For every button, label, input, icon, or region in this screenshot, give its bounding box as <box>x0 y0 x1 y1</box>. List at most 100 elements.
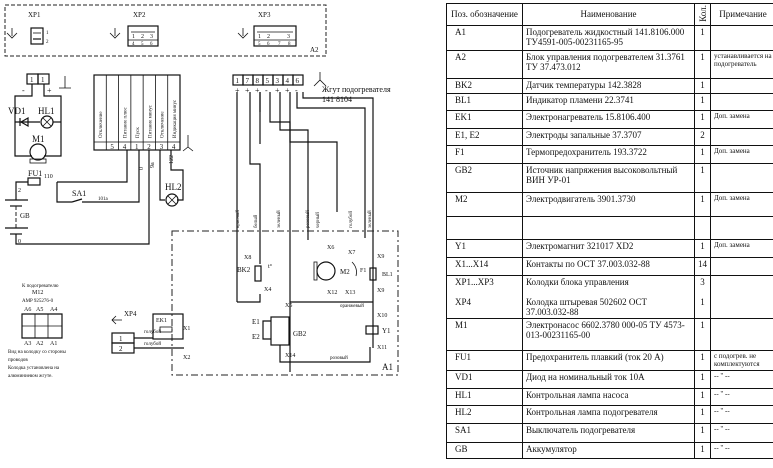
qty-text: 14 <box>698 258 707 269</box>
name-text: Электромагнит 321017 XD2 <box>526 240 634 251</box>
ground-icon <box>6 28 18 39</box>
note-text: К подогревателю <box>22 284 59 289</box>
xp3-pin: 2 <box>267 34 270 40</box>
polarity-sign: + <box>285 86 290 95</box>
x5-label: X5 <box>285 303 292 309</box>
cell-name: Электронагреватель 15.8106.400 <box>522 109 695 129</box>
position-text: EK1 <box>455 111 472 122</box>
harness-pin-cell <box>292 74 304 86</box>
wire-label: 2 <box>18 188 21 194</box>
note-text: с подогрев. не комплектуются <box>714 351 760 368</box>
cell-note: Доп. замена <box>710 191 773 217</box>
xp2-pin: 4 <box>132 42 135 47</box>
cell-position: EK1 <box>446 109 523 129</box>
harness-pin-number: 1 <box>236 77 240 85</box>
cell-name: Диод на номинальный ток 10А <box>522 369 695 389</box>
note-text: Доп. замена <box>714 111 750 120</box>
xp3-label: XP3 <box>258 11 271 19</box>
qty-text: 1 <box>700 406 705 417</box>
note-text: -- " -- <box>714 371 730 380</box>
qty-text: 1 <box>700 371 705 382</box>
name-text: Электроды запальные 37.3707 <box>526 129 642 140</box>
name-text: Источник напряжения высоковольтный ВИН У… <box>526 164 678 185</box>
header-note: Примечание <box>710 3 773 26</box>
connector-pin-number: 5 <box>110 143 114 151</box>
cell-qty: 1 <box>694 422 711 443</box>
amp-connector-icon <box>21 313 63 339</box>
harness-pin-number: 7 <box>246 77 250 85</box>
wire-label: 122 <box>169 155 175 164</box>
header-qty: Кол. <box>694 3 711 26</box>
cell-name: Контрольная лампа подогревателя <box>522 404 695 424</box>
xp2-connector: 1 2 3 4 5 6 <box>127 25 159 47</box>
wire-label: розовый <box>330 356 348 361</box>
name-text: Датчик температуры 142.3828 <box>526 79 642 90</box>
cell-position: SA1 <box>446 422 523 443</box>
qty-text: 1 <box>700 79 705 90</box>
a2-boundary <box>4 4 327 57</box>
pin-label: A1 <box>50 341 57 347</box>
connector-function-label: Питание плюс <box>124 107 129 138</box>
name-text: Термопредохранитель 193.3722 <box>526 146 647 157</box>
position-text: BL1 <box>455 94 472 105</box>
cell-note: -- " -- <box>710 441 773 459</box>
cell-name: Аккумулятор <box>522 441 695 459</box>
connector-pin-number: 4 <box>172 143 176 151</box>
xp2-pin: 5 <box>141 42 144 47</box>
cell-note <box>710 24 773 51</box>
cell-qty: 1 <box>694 238 711 258</box>
position-text: HL2 <box>455 406 472 417</box>
name-text: Аккумулятор <box>526 443 577 454</box>
harness-connector: 1+7+8+5-3+4+6- Жгут подогревателя 141 81… <box>232 72 391 372</box>
qty-text: 1 <box>700 146 705 157</box>
cell-note <box>710 317 773 351</box>
x12-label: X12 <box>327 290 337 296</box>
x11-label: X11 <box>377 345 387 351</box>
wire-color-label: розовый <box>306 210 311 228</box>
polarity-sign: + <box>275 86 280 95</box>
cell-qty: 14 <box>694 256 711 276</box>
cell-position <box>446 215 523 240</box>
note-text: Доп. замена <box>714 240 750 249</box>
harness-pin-number: 8 <box>256 77 260 85</box>
cell-position: Y1 <box>446 238 523 258</box>
wire-label: голубой <box>144 342 161 347</box>
ground-icon <box>59 76 71 89</box>
note-text: устанавливается на подогреватель <box>714 51 772 68</box>
xp2-pin: 1 <box>132 34 135 40</box>
pin-label: A5 <box>36 307 43 313</box>
cell-position: FU1 <box>446 349 523 371</box>
cell-note: с подогрев. не комплектуются <box>710 349 773 371</box>
cell-qty: 1 <box>694 77 711 94</box>
polarity-sign: + <box>245 86 250 95</box>
position-text: Y1 <box>455 240 466 251</box>
table-row: HL2 Контрольная лампа подогревателя 1 -- " … <box>446 404 773 424</box>
wire-label: 110 <box>44 174 53 180</box>
x2-label: X2 <box>183 355 190 361</box>
header-qty-text: Кол. <box>698 5 708 22</box>
cell-name: Электродвигатель 3901.3730 <box>522 191 695 217</box>
cell-qty: 1 <box>694 441 711 459</box>
cell-name: Индикатор пламени 22.3741 <box>522 92 695 111</box>
position-text: FU1 <box>455 351 472 362</box>
cell-position: A1 <box>446 24 523 51</box>
cell-note: -- " -- <box>710 404 773 424</box>
xp3-pin: 5 <box>258 42 261 47</box>
ground-icon <box>237 28 249 39</box>
note-text: Доп. замена <box>714 193 750 202</box>
connector-pin-number: 1 <box>135 143 139 151</box>
position-text: M1 <box>455 319 468 330</box>
cell-position: E1, E2 <box>446 127 523 146</box>
cell-qty: 1 <box>694 109 711 129</box>
cell-qty: 1 <box>694 349 711 371</box>
y1-label: Y1 <box>382 327 391 335</box>
note-text: Колодка установлена на <box>8 366 60 371</box>
xp3-pin: 6 <box>267 42 270 47</box>
terminal: 1 <box>30 76 34 84</box>
pin-label: A2 <box>36 341 43 347</box>
polarity-sign: - <box>265 86 268 95</box>
cell-qty: 1 <box>694 49 711 79</box>
